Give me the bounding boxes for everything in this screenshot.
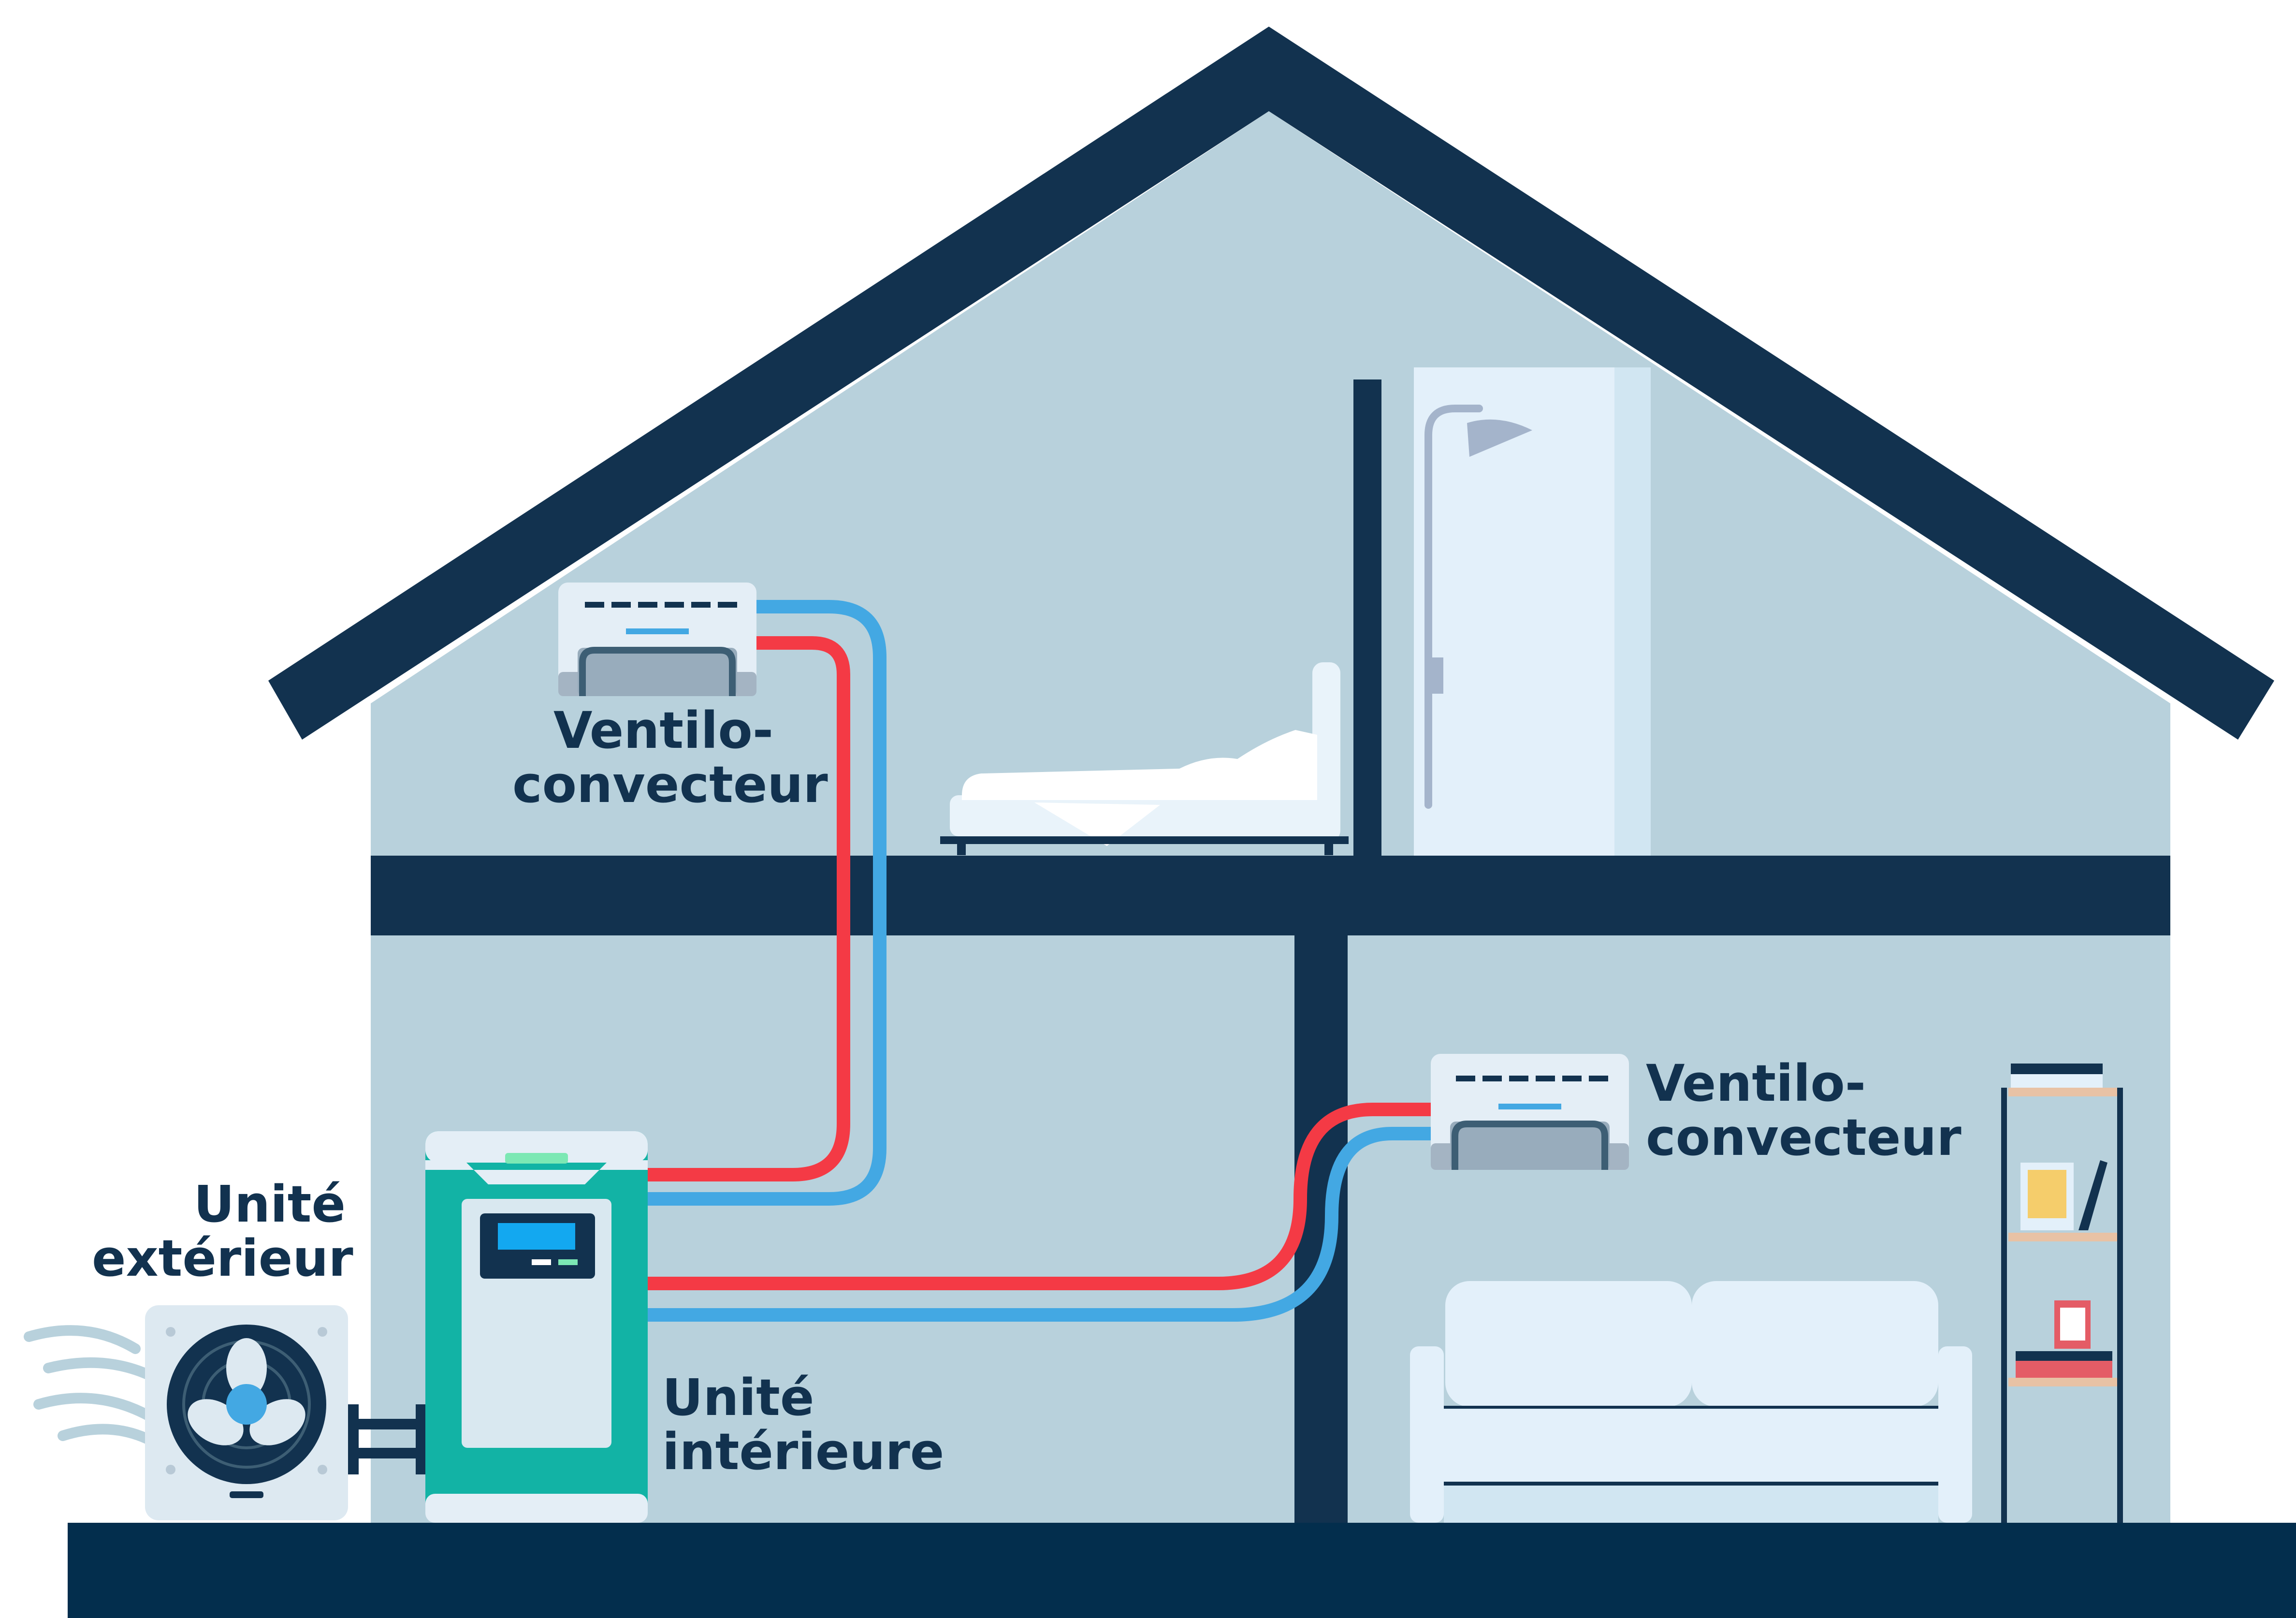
indoor-unit-label-line2: intérieure [662,1422,945,1481]
floor-slab [371,856,2170,935]
house-wall-upper [371,111,2170,856]
fan-coil-upper [558,583,756,696]
cold-pipe-upper [645,600,886,1206]
fan-coil-upper-label-line1: Ventilo- [553,701,773,760]
indoor-unit-label-line1: Unité [662,1368,814,1427]
ground [68,1523,2296,1618]
heat-pump-indoor-unit-icon [425,1131,648,1523]
fan-coil-lower-label-line2: convecteur [1646,1108,1962,1167]
shower-icon [1414,367,1651,856]
interior-wall-upper [1353,379,1381,858]
bookshelf-icon [2001,1064,2123,1523]
indoor-unit-label: Unité intérieure [662,1370,944,1479]
bed-icon [940,662,1349,855]
fan-coil-lower-label-line1: Ventilo- [1646,1054,1866,1113]
cold-pipe-lower [645,1127,1433,1322]
hot-pipe-lower [645,1103,1433,1290]
outdoor-unit-label-line2: extérieur [92,1229,353,1288]
outdoor-unit-label: Unité extérieur [92,1175,353,1288]
sofa-icon [1410,1281,1972,1523]
hot-pipe-upper [645,636,850,1181]
airflow-lines [24,1325,165,1451]
fan-coil-lower-label: Ventilo- convecteur [1646,1056,1962,1165]
fan-coil-lower [1431,1054,1629,1170]
outdoor-unit [24,1305,426,1520]
fan-coil-upper-label: Ventilo- convecteur [512,703,828,812]
fan-coil-upper-label-line2: convecteur [512,755,828,814]
outdoor-unit-label-line1: Unité [193,1175,346,1234]
